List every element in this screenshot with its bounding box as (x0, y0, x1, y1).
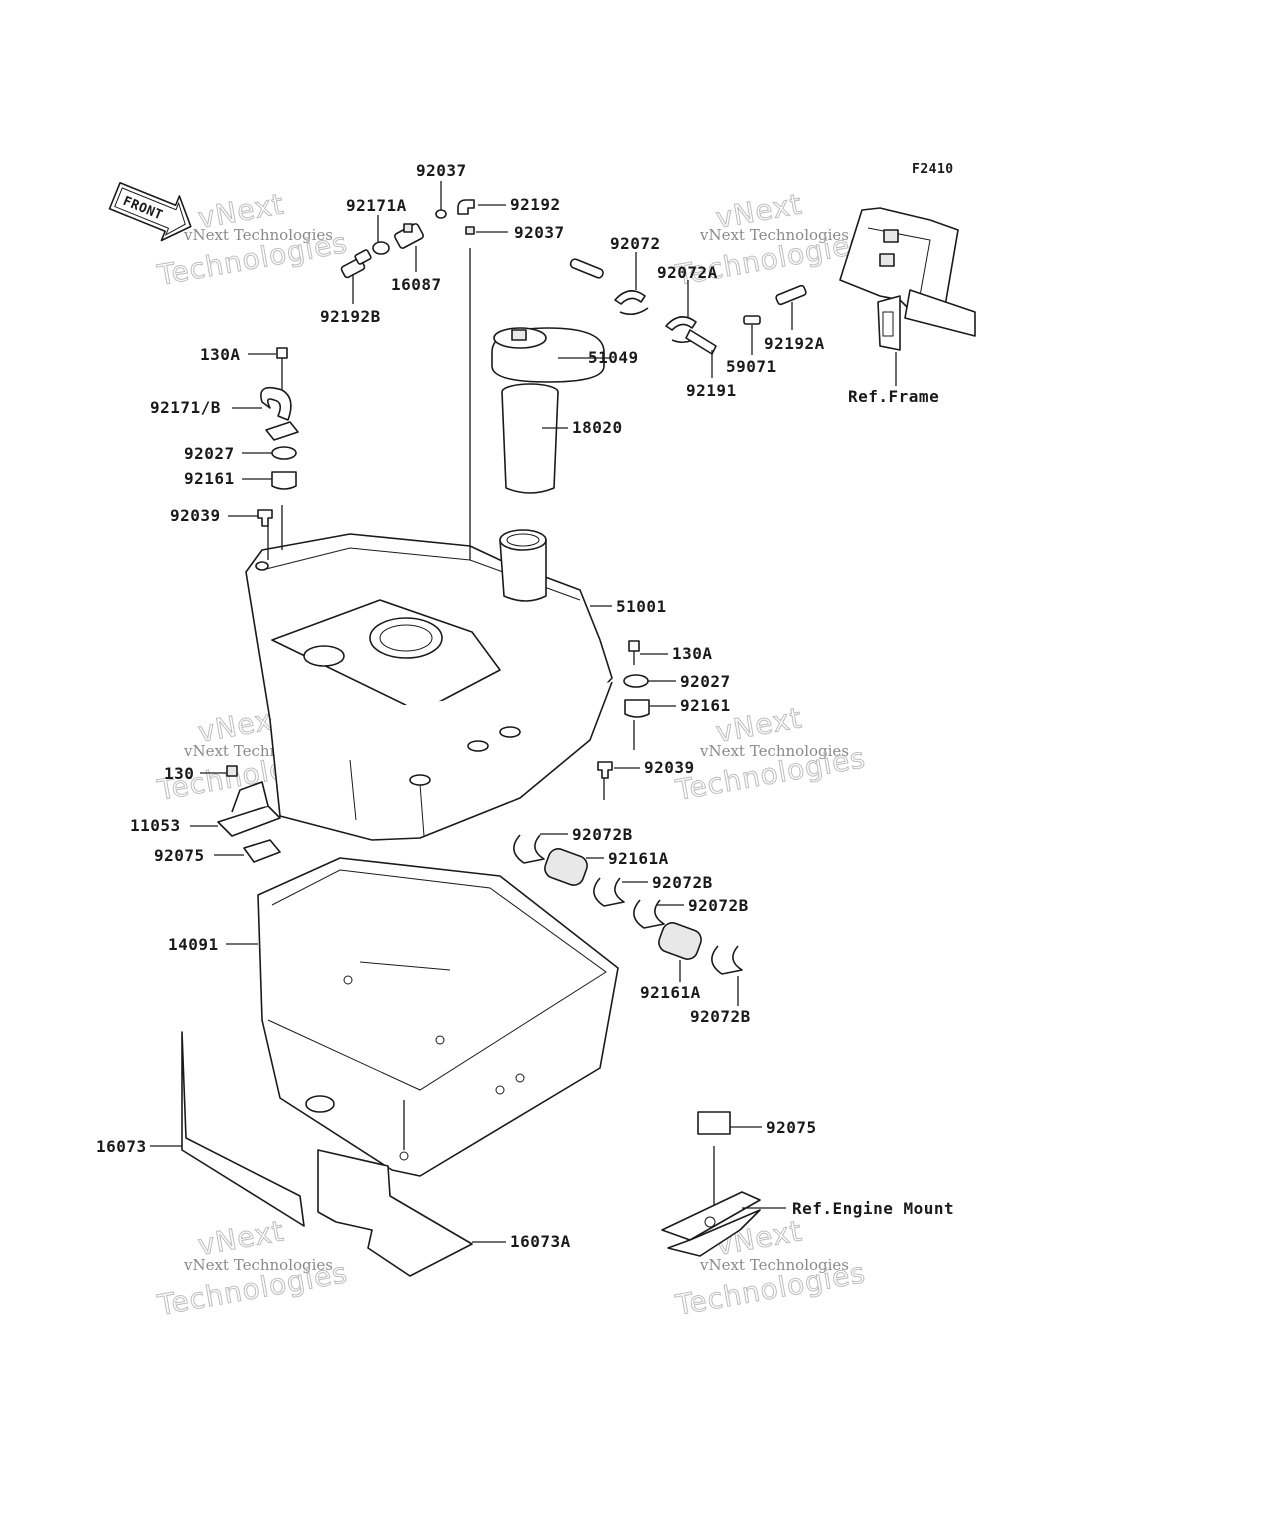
fuel-cap (491, 327, 605, 383)
label-ref-engine-mount: Ref.Engine Mount (792, 1199, 954, 1218)
fuel-tank (245, 248, 613, 841)
label-51049: 51049 (588, 348, 639, 367)
label-92072A: 92072A (657, 263, 718, 282)
watermark-mid-right: vNext vNext Technologies Technologies (672, 701, 869, 808)
tank-tray (257, 857, 619, 1177)
left-mount-hardware (257, 347, 299, 527)
label-130: 130 (164, 764, 194, 783)
label-92171A: 92171A (346, 196, 407, 215)
leader-lines (150, 181, 897, 1243)
label-130A-top: 130A (200, 345, 241, 364)
label-92072B-1: 92072B (572, 825, 633, 844)
svg-text:vNext Technologies: vNext Technologies (699, 742, 849, 760)
vent-hose-assembly (569, 258, 807, 355)
label-92192A: 92192A (764, 334, 825, 353)
label-59071: 59071 (726, 357, 777, 376)
watermark-top-left: vNext vNext Technologies Technologies (154, 187, 351, 293)
label-92075-left: 92075 (154, 846, 205, 865)
engine-mount (661, 1111, 761, 1257)
label-92161-left: 92161 (184, 469, 235, 488)
svg-text:vNext Technologies: vNext Technologies (183, 226, 333, 244)
label-14091: 14091 (168, 935, 219, 954)
figure-code: F2410 (912, 162, 954, 177)
label-16073: 16073 (96, 1137, 147, 1156)
hose-clamps-group (513, 834, 743, 975)
watermark-top-right: vNext vNext Technologies Technologies (672, 187, 869, 293)
frame-bracket (839, 207, 976, 351)
heat-shield-16073 (181, 1031, 305, 1227)
tank-bracket-11053 (217, 765, 281, 863)
svg-text:vNext Technologies: vNext Technologies (183, 1256, 333, 1274)
label-92072B-2: 92072B (652, 873, 713, 892)
label-92171B: 92171/B (150, 398, 221, 417)
filler-neck-18020 (501, 383, 559, 494)
heat-shield-16073A (317, 1149, 473, 1277)
label-18020: 18020 (572, 418, 623, 437)
label-11053: 11053 (130, 816, 181, 835)
svg-text:vNext Technologies: vNext Technologies (699, 226, 849, 244)
label-92161-right: 92161 (680, 696, 731, 715)
label-92161A-1: 92161A (608, 849, 669, 868)
label-16087: 16087 (391, 275, 442, 294)
label-92072B-4: 92072B (690, 1007, 751, 1026)
label-92072: 92072 (610, 234, 661, 253)
label-ref-frame: Ref.Frame (848, 387, 939, 406)
label-92037-top: 92037 (416, 161, 467, 180)
label-92027-left: 92027 (184, 444, 235, 463)
label-92161A-2: 92161A (640, 983, 701, 1002)
label-92037: 92037 (514, 223, 565, 242)
watermark-bottom-left: vNext vNext Technologies Technologies (154, 1214, 351, 1323)
label-92075-right: 92075 (766, 1118, 817, 1137)
label-51001: 51001 (616, 597, 667, 616)
label-92192: 92192 (510, 195, 561, 214)
label-92039-right: 92039 (644, 758, 695, 777)
svg-text:vNext: vNext (195, 1214, 286, 1262)
label-92027-right: 92027 (680, 672, 731, 691)
label-92192B: 92192B (320, 307, 381, 326)
part-labels: 92037 92192 92037 92171A 16087 92192B 92… (96, 161, 954, 1251)
label-92191: 92191 (686, 381, 737, 400)
label-92039-left: 92039 (170, 506, 221, 525)
svg-text:vNext Technologies: vNext Technologies (699, 1256, 849, 1274)
label-130A-right: 130A (672, 644, 713, 663)
label-92072B-3: 92072B (688, 896, 749, 915)
label-16073A: 16073A (510, 1232, 571, 1251)
fuel-fitting-assembly (340, 199, 475, 279)
right-mount-hardware (597, 640, 650, 779)
